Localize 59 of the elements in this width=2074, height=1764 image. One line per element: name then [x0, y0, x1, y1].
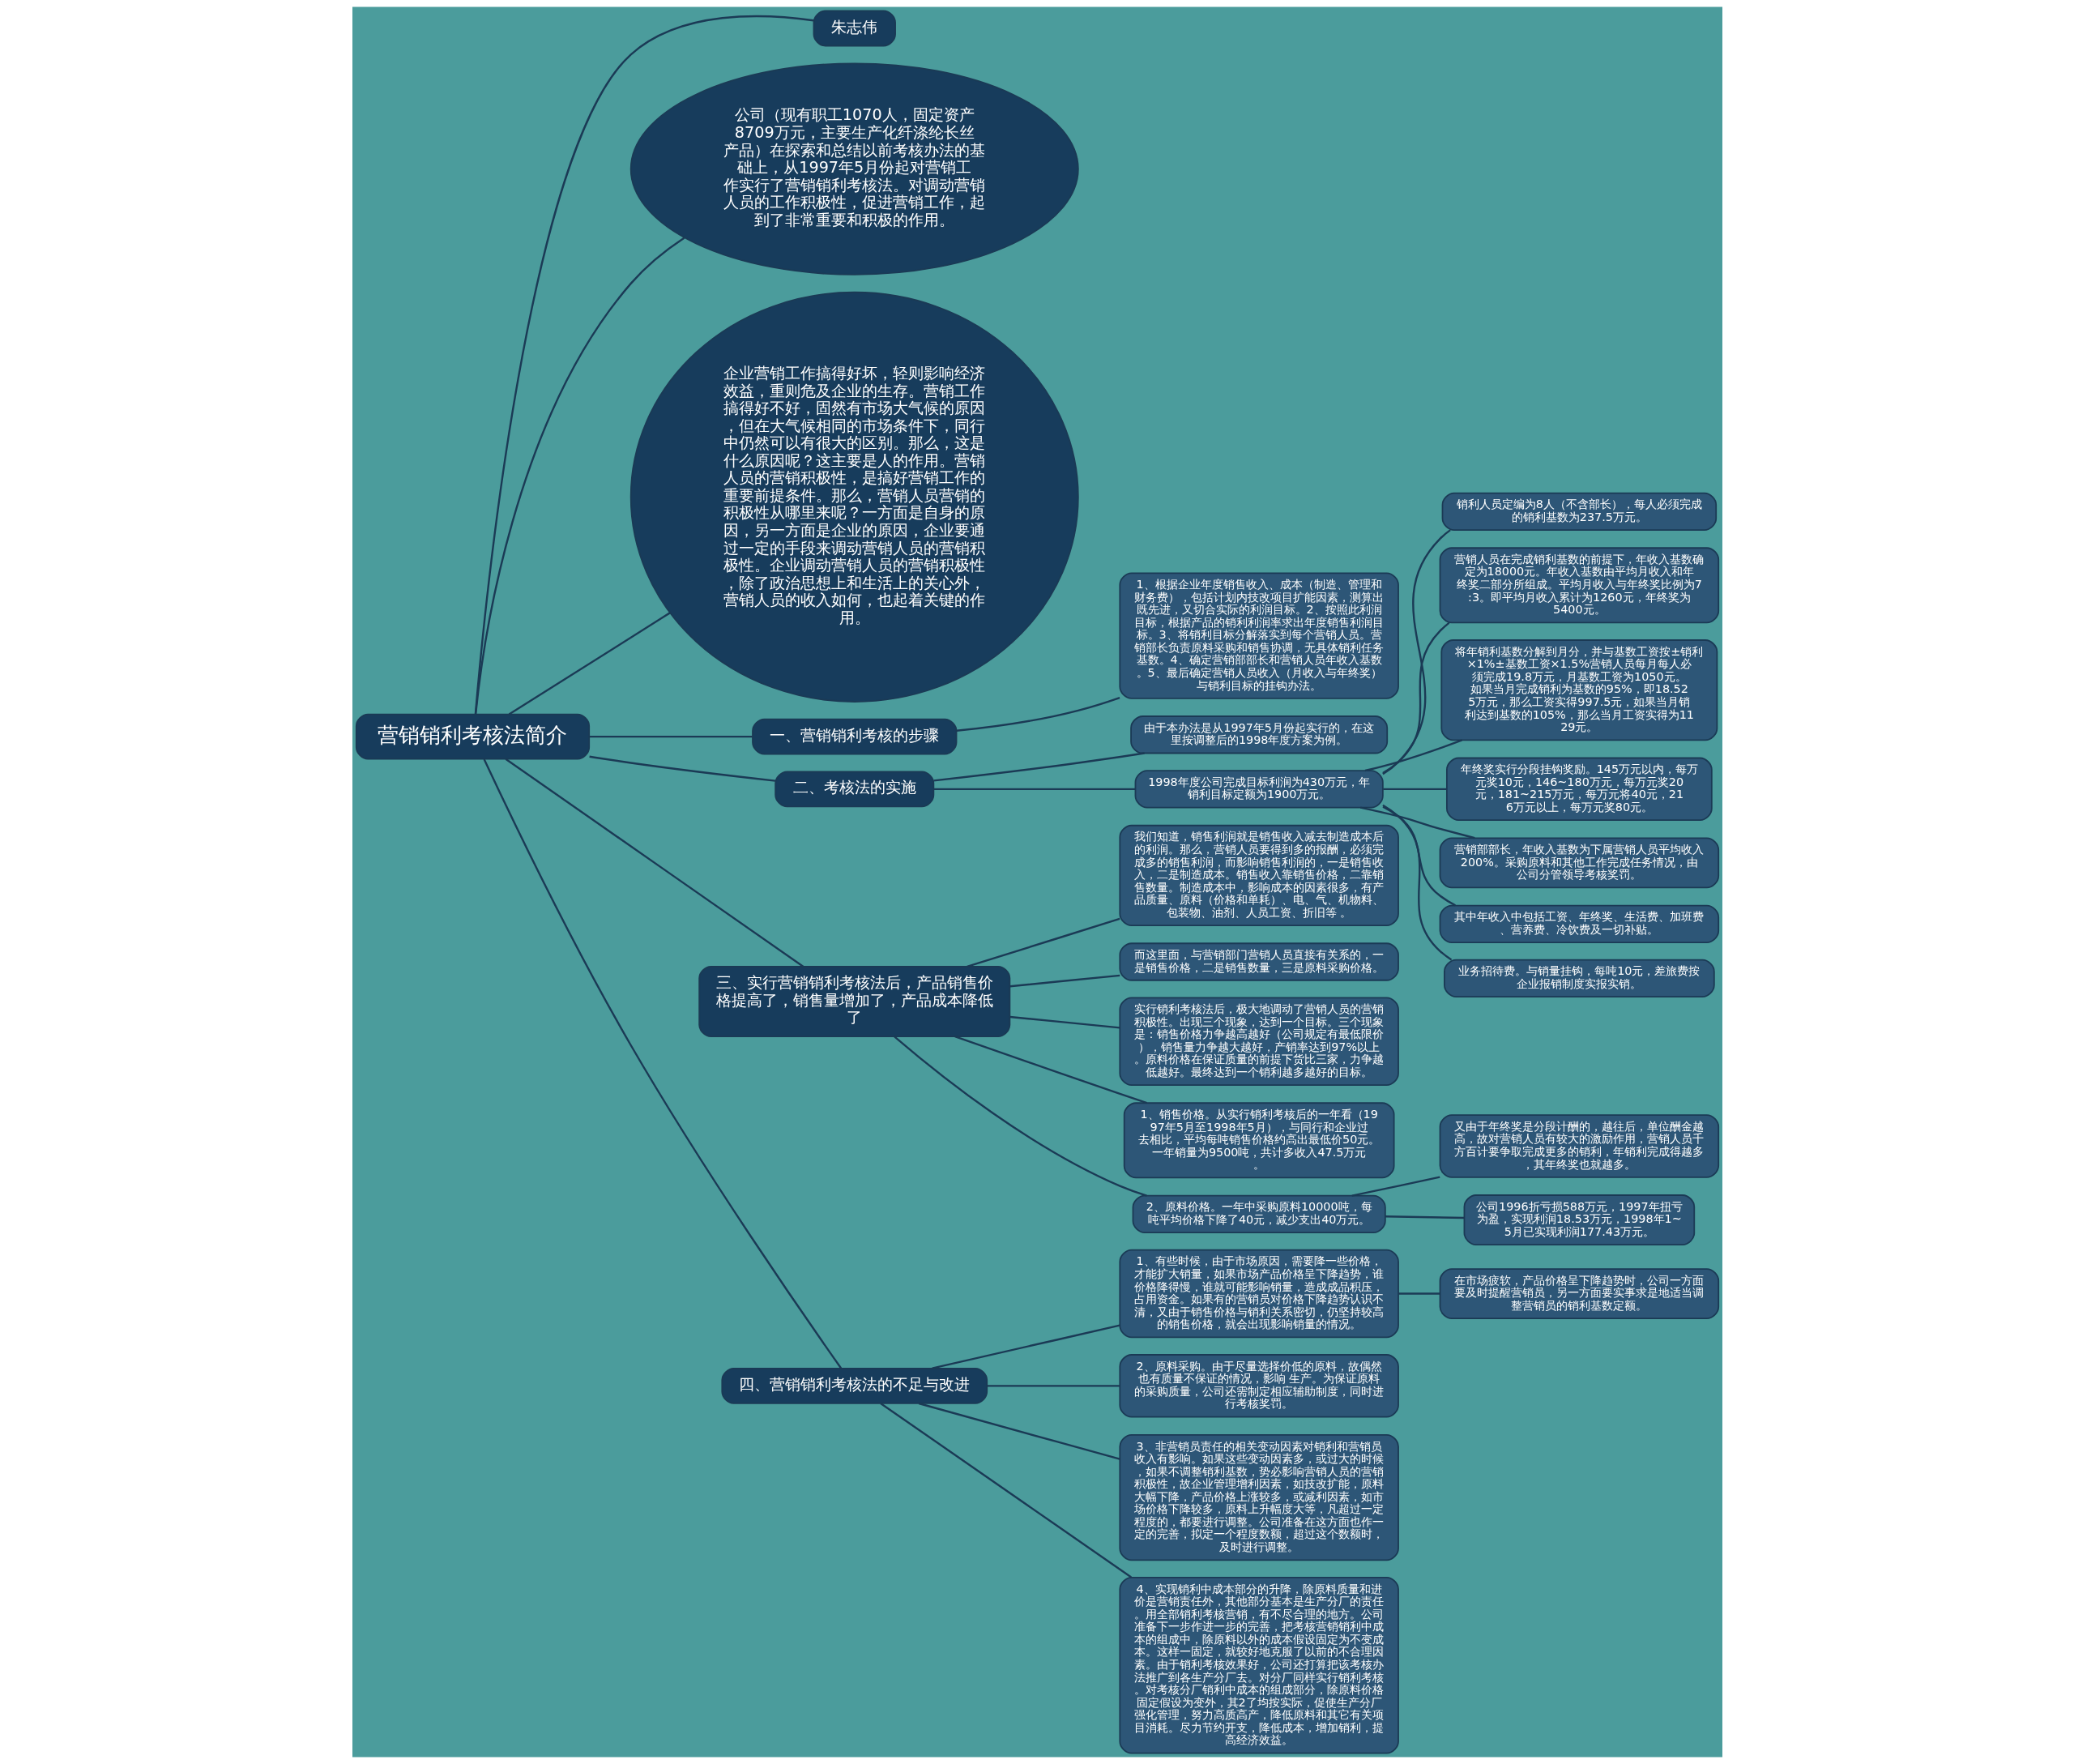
connector — [956, 696, 1120, 732]
connector — [954, 1036, 1147, 1104]
connector — [588, 755, 775, 782]
connector — [893, 1036, 1147, 1197]
node-box: 而这里面，与营销部门营销人员直接有关系的，一是销售价格，二是销售数量，三是原料采购价格。 — [1118, 942, 1399, 981]
connector — [505, 758, 804, 967]
connector — [588, 735, 753, 738]
node-box: 营销部部长，年收入基数为下属营销人员平均收入200%。采购原料和其他工作完成任务情况，由公司分管领导考核奖罚。 — [1439, 837, 1719, 889]
node-box: 由于本办法是从1997年5月份起实行的，在这里按调整后的1998年度方案为例。 — [1129, 715, 1388, 754]
node-ellipse: 公司（现有职工1070人，固定资产8709万元，主要生产化纤涤纶长丝产品）在探索和总结以前考核办法的基础上，从1997年5月份起对营销工作实行了营销销利考核法。对调动营销人员的工作积极性，促进营销工作，起到了非常重要和积极的作用。 — [629, 62, 1079, 275]
connector — [1398, 1292, 1440, 1295]
node-box: 年终奖实行分段挂钩奖励。145万元以内，每万元奖10元，146~180万元，每万元奖20元，181~215万元，每万元将40元，216万元以上，每万元奖80元。 — [1445, 757, 1713, 822]
node-box: 朱志伟 — [813, 10, 896, 47]
node-box: 销利人员定编为8人（不含部长），每人必须完成的销利基数为237.5万元。 — [1441, 492, 1717, 531]
connector — [1009, 1015, 1120, 1029]
node-box: 又由于年终奖是分段计酬的，越往后，单位酬金越高，故对营销人员有较大的激励作用，营销人员千方百计要争取完成更多的销利，年销利完成得越多，其年终奖也就越多。 — [1439, 1114, 1719, 1178]
connector — [474, 237, 685, 715]
connector — [508, 612, 670, 715]
connector — [918, 1402, 1120, 1460]
connector — [1009, 974, 1120, 988]
node-box: 其中年收入中包括工资、年终奖、生活费、加班费、营养费、冷饮费及一切补贴。 — [1439, 904, 1719, 943]
connector — [1385, 1215, 1464, 1219]
connector — [483, 758, 842, 1369]
node-circle: 企业营销工作搞得好坏，轻则影响经济效益，重则危及企业的生存。营销工作搞得好不好，固然有市场大气候的原因，但在大气候相同的市场条件下，同行中仍然可以有很大的区别。那么，这是什么原因呢？这主要是人的作用。营销人员的营销积极性，是搞好营销工作的重要前提条件。那么，营销人员营销的积极性从哪里来呢？一方面是自身的原因，另一方面是企业的原因，企业要通过一定的手段来调动营销人员的营销积极性。企业调动营销人员的营销积极性，除了政治思想上和生活上的关心外，营销人员的收入如何，也起着关键的作用。 — [629, 291, 1079, 703]
connector — [1381, 529, 1451, 775]
node-box: 一、营销销利考核的步骤 — [751, 718, 957, 755]
node-box: 1998年度公司完成目标利润为430万元，年销利目标定额为1900万元。 — [1134, 770, 1384, 809]
node-box: 1、有些时候，由于市场原因，需要降一些价格，才能扩大销量，如果市场产品价格呈下降趋势，谁价格降得慢，谁就可能影响销量，造成成品积压，占用资金。如果有的营销员对价格下降趋势认识不清，又由于销售价格与销利关系密切，仍坚持较高的销售价格，就会出现影响销量的情况。 — [1118, 1249, 1399, 1339]
connector — [932, 788, 1135, 791]
connector — [1381, 804, 1452, 961]
connector — [931, 1324, 1120, 1369]
node-box: 在市场疲软，产品价格呈下降趋势时，公司一方面要及时提醒营销员，另一方面要实事求是地适当调整营销员的销利基数定额。 — [1439, 1268, 1719, 1319]
node-box: 四、营销销利考核法的不足与改进 — [720, 1367, 988, 1404]
node-box: 二、考核法的实施 — [774, 771, 934, 808]
node-box: 3、非营销员责任的相关变动因素对销利和营销员收入有影响。如果这些变动因素多，或过大的时候，如果不调整销利基数，势必影响营销人员的营销积极性，故企业管理增利因素，如技改扩能，原料大幅下降，产品价格上涨较多，或减利因素，如市场价格下降较多，原料上升幅度大等，凡超过一定程度的，都要进行调整。公司准备在这方面也作一定的完善，拟定一个程度数额，超过这个数额时，及时进行调整。 — [1118, 1433, 1399, 1561]
node-box: 将年销利基数分解到月分，并与基数工资按±销利×1%±基数工资×1.5%营销人员每月每人必须完成19.8万元，月基数工资为1050元。如果当月完成销利为基数的95%，即18.525万元，那么工资实得997.5元，如果当月销利达到基数的105%，那么当月工资实得为1129元。 — [1440, 639, 1718, 741]
connector — [1381, 621, 1449, 774]
connector — [1351, 1176, 1440, 1197]
node-box: 2、原料采购。由于尽量选择价低的原料，故偶然也有质量不保证的情况，影响 生产。为保证原料的采购质量，公司还需制定相应辅助制度，同时进行考核奖罚。 — [1118, 1354, 1399, 1418]
connector — [1364, 739, 1462, 772]
node-box: 公司1996折亏损588万元，1997年扭亏为盈，实现利润18.53万元，1998年1~5月已实现利润177.43万元。 — [1463, 1194, 1695, 1245]
node-box: 1、根据企业年度销售收入、成本（制造、管理和财务费），包括计划内技改项目扩能因素，测算出既先进，又切合实际的利润目标。2、按照此利润目标，根据产品的销利利润率求出年度销售利润目标。3、将销利目标分解落实到每个营销人员。营销部长负责原料采购和销售协调，无具体销利任务基数。4、确定营销部部长和营销人员年收入基数。5、最后确定营销人员收入（月收入与年终奖）与销利目标的挂钩办法。 — [1118, 572, 1399, 699]
node-box: 1、销售价格。从实行销利考核后的一年看（1997年5月至1998年5月），与同行和企业过去相比，平均每吨销售价格约高出最低价50元。一年销量为9500吨，共计多收入47.5万元。 — [1123, 1102, 1394, 1179]
node-box: 营销销利考核法简介 — [355, 713, 590, 760]
connector — [879, 1402, 1132, 1578]
connector — [1382, 788, 1447, 791]
node-box: 我们知道，销售利润就是销售收入减去制造成本后的利润。那么，营销人员要得到多的报酬，必须完成多的销售利润，而影响销售利润的，一是销售收入，二是制造成本。销售收入靠销售价格，二靠销售数量。制造成本中，影响成本的因素很多，有产品质量、原料（价格和单耗）、电、气、机物料、包装物、油剂、人员工资、折旧等 。 — [1118, 824, 1399, 926]
connector — [474, 15, 813, 715]
connector — [986, 1385, 1120, 1387]
connector — [1359, 806, 1475, 839]
node-box: 三、实行营销销利考核法后，产品销售价格提高了，销售量增加了，产品成本降低了 — [698, 966, 1010, 1038]
node-box: 2、原料价格。一年中采购原料10000吨，每吨平均价格下降了40元，减少支出40万元。 — [1132, 1194, 1386, 1233]
node-box: 实行销利考核法后，极大地调动了营销人员的营销积极性。出现三个现象，达到一个目标。三个现象是：销售价格力争越高越好（公司规定有最低限价），销售量力争越大越好，产销率达到97%以上。原料价格在保证质量的前提下货比三家，力争越低越好。最终达到一个销利越多越好的目标。 — [1118, 997, 1399, 1086]
connector — [932, 752, 1145, 782]
connector — [1382, 805, 1456, 907]
node-box: 营销人员在完成销利基数的前提下，年收入基数确定为18000元。年收入基数由平均月收入和年终奖二部分所组成。平均月收入与年终奖比例为7:3。即平均月收入累计为1260元，年终奖为5400元。 — [1439, 547, 1719, 624]
node-box: 业务招待费。与销量挂钩，每吨10元，差旅费按企业报销制度实报实销。 — [1443, 959, 1715, 997]
connector — [966, 917, 1120, 968]
node-box: 4、实现销利中成本部分的升降，除原料质量和进价是营销责任外，其他部分基本是生产分厂的责任。用全部销利考核营销，有不尽合理的地方。公司准备下一步作进一步的完善，把考核营销销利中成本的组成中，除原料以外的成本假设固定为不变成本。这样一固定，就较好地克服了以前的不合理因素。由于销利考核效果好，公司还打算把该考核办法推广到各生产分厂去。对分厂同样实行销利考核。对考核分厂销利中成本的组成部分，除原料价格固定假设为变外，其2了均按实际，促使生产分厂强化管理，努力高质高产，降低原料和其它有关项目消耗。尽力节约开支，降低成本，增加销利，提高经济效益。 — [1118, 1576, 1399, 1754]
